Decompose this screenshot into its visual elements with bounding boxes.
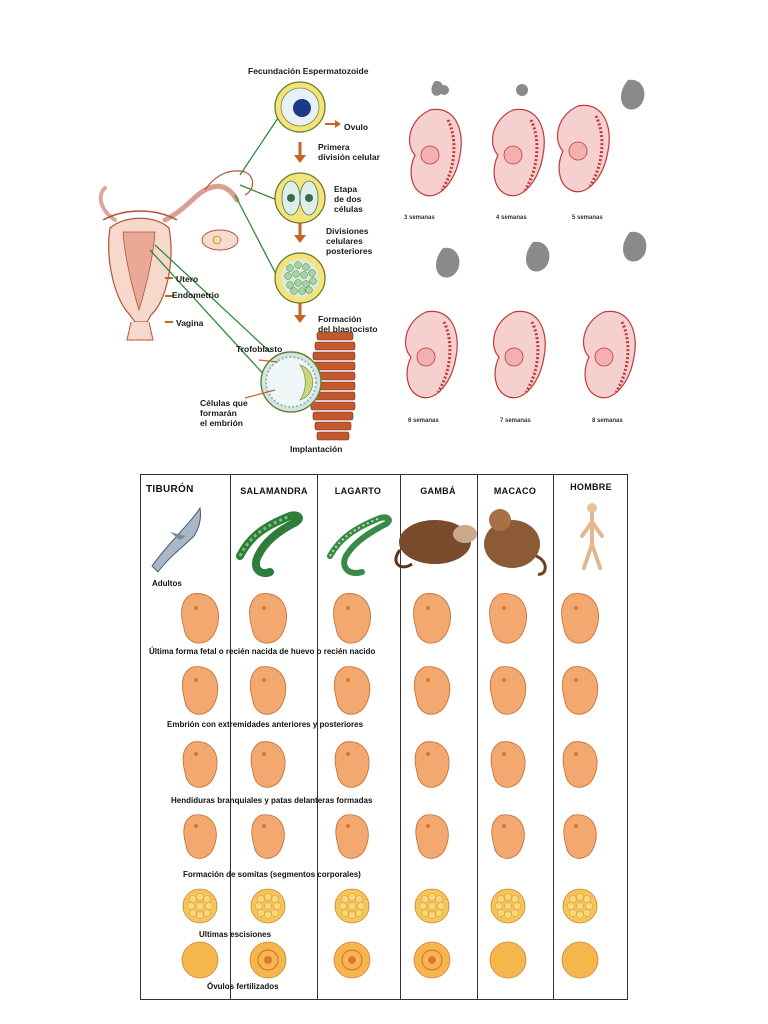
species-header-gamba: GAMBÁ — [420, 486, 456, 496]
row-label-cleavage: Ultimas escisiones — [199, 930, 272, 939]
row-label-fertilized: Óvulos fertilizados — [207, 982, 279, 991]
embryo-salamandra-last-fetal — [249, 593, 287, 644]
embryo-tiburon-cleavage — [182, 888, 218, 924]
week-label-4: 4 semanas — [496, 215, 527, 221]
embryo-gamba-gill-slits — [414, 741, 450, 788]
embryo-5-weeks — [556, 103, 611, 194]
step-label-two-cells: Etapa de dos células — [334, 184, 363, 214]
embryo-hombre-fertilized — [561, 941, 599, 979]
embryo-macaco-gill-slits — [490, 741, 526, 788]
anatomy-label-vagina: Vagina — [176, 318, 204, 328]
connector-lines — [149, 114, 281, 379]
ovum-cell — [274, 81, 326, 133]
embryo-gamba-cleavage — [414, 888, 450, 924]
species-header-salamandra: SALAMANDRA — [240, 486, 308, 496]
step-arrows — [165, 120, 341, 323]
label-adultos: Adultos — [152, 579, 182, 588]
row-label-last-fetal: Última forma fetal o recién nacida de hu… — [149, 647, 376, 656]
adult-opossum — [394, 520, 477, 569]
implantation-illustration — [244, 331, 356, 441]
embryo-tiburon-last-fetal — [181, 593, 219, 644]
embryo-6-weeks — [404, 309, 459, 400]
embryo-lagarto-somites — [335, 814, 369, 859]
silhouette-7-weeks — [526, 241, 550, 272]
species-header-macaco: MACACO — [493, 486, 537, 496]
embryo-3-weeks — [408, 107, 463, 198]
week-label-7: 7 semanas — [500, 418, 531, 424]
morula-stage — [274, 252, 326, 304]
embryo-salamandra-fertilized — [249, 941, 287, 979]
embryo-tiburon-gill-slits — [182, 741, 218, 788]
adult-shark — [151, 506, 201, 573]
embryo-macaco-last-fetal — [489, 593, 527, 644]
anatomy-label-utero: Utero — [176, 274, 199, 284]
embryo-lagarto-cleavage — [334, 888, 370, 924]
uterus-illustration — [98, 170, 254, 341]
embryo-macaco-cleavage — [490, 888, 526, 924]
step-label-ovulo: Ovulo — [344, 122, 369, 132]
label-embryo-cells: Células que formarán el embrión — [200, 398, 248, 428]
week-label-3: 3 semanas — [404, 215, 435, 221]
row-label-gill-slits: Hendiduras branquiales y patas delantera… — [171, 796, 373, 805]
embryo-lagarto-gill-slits — [334, 741, 370, 788]
week-label-6: 6 semanas — [408, 418, 439, 424]
embryo-lagarto-last-fetal — [333, 593, 371, 644]
embryo-weeks-panel — [404, 79, 647, 400]
embryo-8-weeks — [582, 309, 637, 400]
embryo-gamba-somites — [415, 814, 449, 859]
adult-lizard — [327, 514, 392, 576]
embryo-salamandra-limbs — [249, 666, 287, 715]
embryo-tiburon-somites — [183, 814, 217, 859]
embryo-gamba-limbs — [413, 666, 451, 715]
step-label-first-division: Primera división celular — [318, 142, 380, 162]
embryo-hombre-limbs — [561, 666, 599, 715]
step-label-blastocyst: Formación del blastocisto — [318, 314, 378, 334]
silhouette-4-weeks — [516, 84, 528, 96]
embryo-lagarto-limbs — [333, 666, 371, 715]
adult-macaque — [484, 509, 547, 576]
embryo-tiburon-limbs — [181, 666, 219, 715]
embryo-macaco-somites — [491, 814, 525, 859]
species-header-tiburon: TIBURÓN — [146, 484, 194, 495]
row-label-limbs: Embrión con extremidades anteriores y po… — [167, 720, 364, 729]
step-label-further-divisions: Divisiones celulares posteriores — [326, 226, 373, 256]
week-label-5: 5 semanas — [572, 215, 603, 221]
comparison-chart — [140, 474, 628, 1000]
embryo-tiburon-fertilized — [181, 941, 219, 979]
embryo-hombre-cleavage — [562, 888, 598, 924]
adult-human — [580, 503, 604, 570]
anatomy-label-endometrio: Endometrio — [172, 290, 220, 300]
silhouette-8-weeks — [623, 231, 647, 262]
embryo-salamandra-somites — [251, 814, 285, 859]
embryo-gamba-fertilized — [413, 941, 451, 979]
embryo-7-weeks — [492, 309, 547, 400]
embryo-hombre-gill-slits — [562, 741, 598, 788]
species-header-hombre: HOMBRE — [570, 482, 612, 492]
embryo-hombre-last-fetal — [561, 593, 599, 644]
species-header-lagarto: LAGARTO — [334, 486, 382, 496]
silhouette-6-weeks — [436, 247, 460, 278]
silhouette-3-weeks — [439, 85, 449, 95]
embryo-macaco-fertilized — [489, 941, 527, 979]
fertilization-title: Fecundación Espermatozoide — [248, 66, 369, 76]
embryo-gamba-last-fetal — [413, 593, 451, 644]
embryo-stage-grid — [181, 593, 599, 979]
adults-row — [151, 503, 604, 577]
silhouette-5-weeks — [621, 79, 645, 110]
embryo-4-weeks — [491, 107, 546, 198]
row-label-somites: Formación de somitas (segmentos corporal… — [183, 870, 361, 879]
fertilization-diagram — [98, 81, 356, 441]
label-trofoblasto: Trofoblasto — [236, 344, 283, 354]
week-label-8: 8 semanas — [592, 418, 623, 424]
embryo-lagarto-fertilized — [333, 941, 371, 979]
embryo-hombre-somites — [563, 814, 597, 859]
embryo-macaco-limbs — [489, 666, 527, 715]
label-implantacion: Implantación — [290, 444, 343, 454]
embryo-salamandra-gill-slits — [250, 741, 286, 788]
embryo-salamandra-cleavage — [250, 888, 286, 924]
adult-salamander — [236, 511, 303, 577]
two-cell-stage — [274, 172, 326, 224]
